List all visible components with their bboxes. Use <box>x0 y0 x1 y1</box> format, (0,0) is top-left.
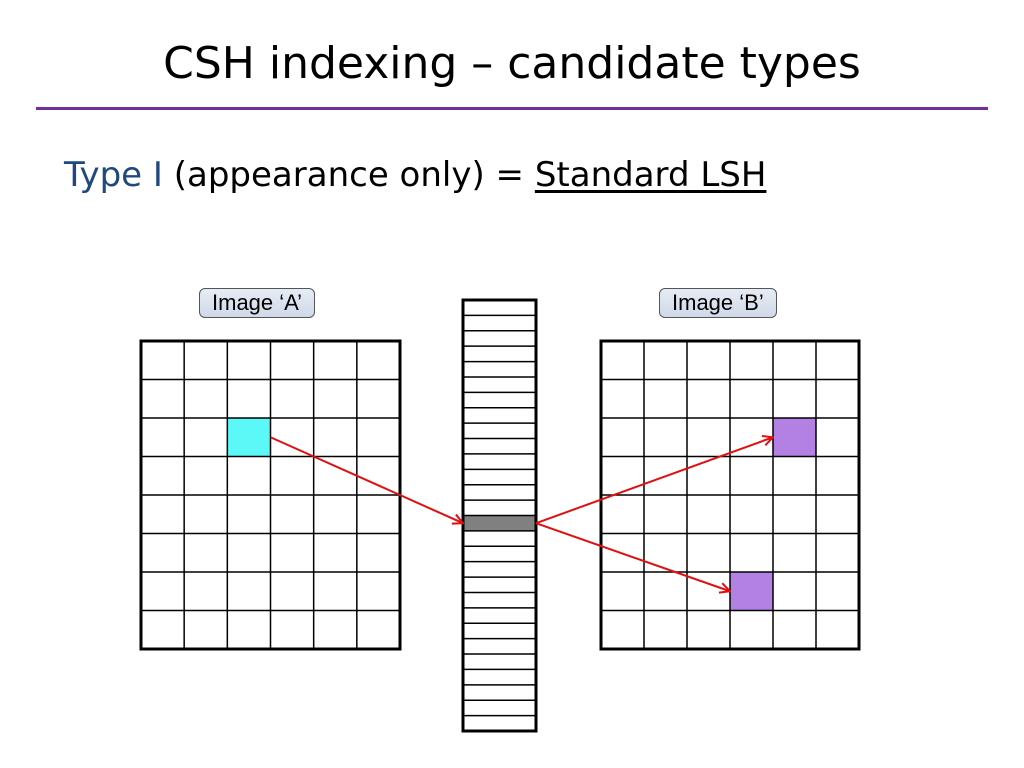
image-b-grid <box>599 339 861 651</box>
type-description: (appearance only) = <box>162 155 535 195</box>
title-divider <box>36 107 988 110</box>
image-a-label: Image ‘A’ <box>199 288 316 318</box>
grid-border <box>599 339 861 651</box>
type-label: Type I <box>64 155 163 195</box>
image-a-grid <box>139 339 402 651</box>
slide-title: CSH indexing – candidate types <box>163 38 861 89</box>
image-b-label: Image ‘B’ <box>659 288 777 318</box>
highlighted-cell <box>227 418 271 457</box>
standard-lsh-link[interactable]: Standard LSH <box>534 155 767 195</box>
hash-bucket-highlighted <box>463 515 536 531</box>
arrow-a-to-bucket <box>270 436 464 523</box>
arrow-bucket-to-b-1 <box>535 437 773 525</box>
highlighted-cell <box>730 572 773 611</box>
hash-table <box>461 298 538 733</box>
arrow-bucket-to-b-2 <box>535 522 730 591</box>
slide-subtitle: Type I (appearance only) = Standard LSH <box>64 152 766 198</box>
mapping-arrows <box>270 436 774 591</box>
highlighted-cell <box>773 418 816 457</box>
